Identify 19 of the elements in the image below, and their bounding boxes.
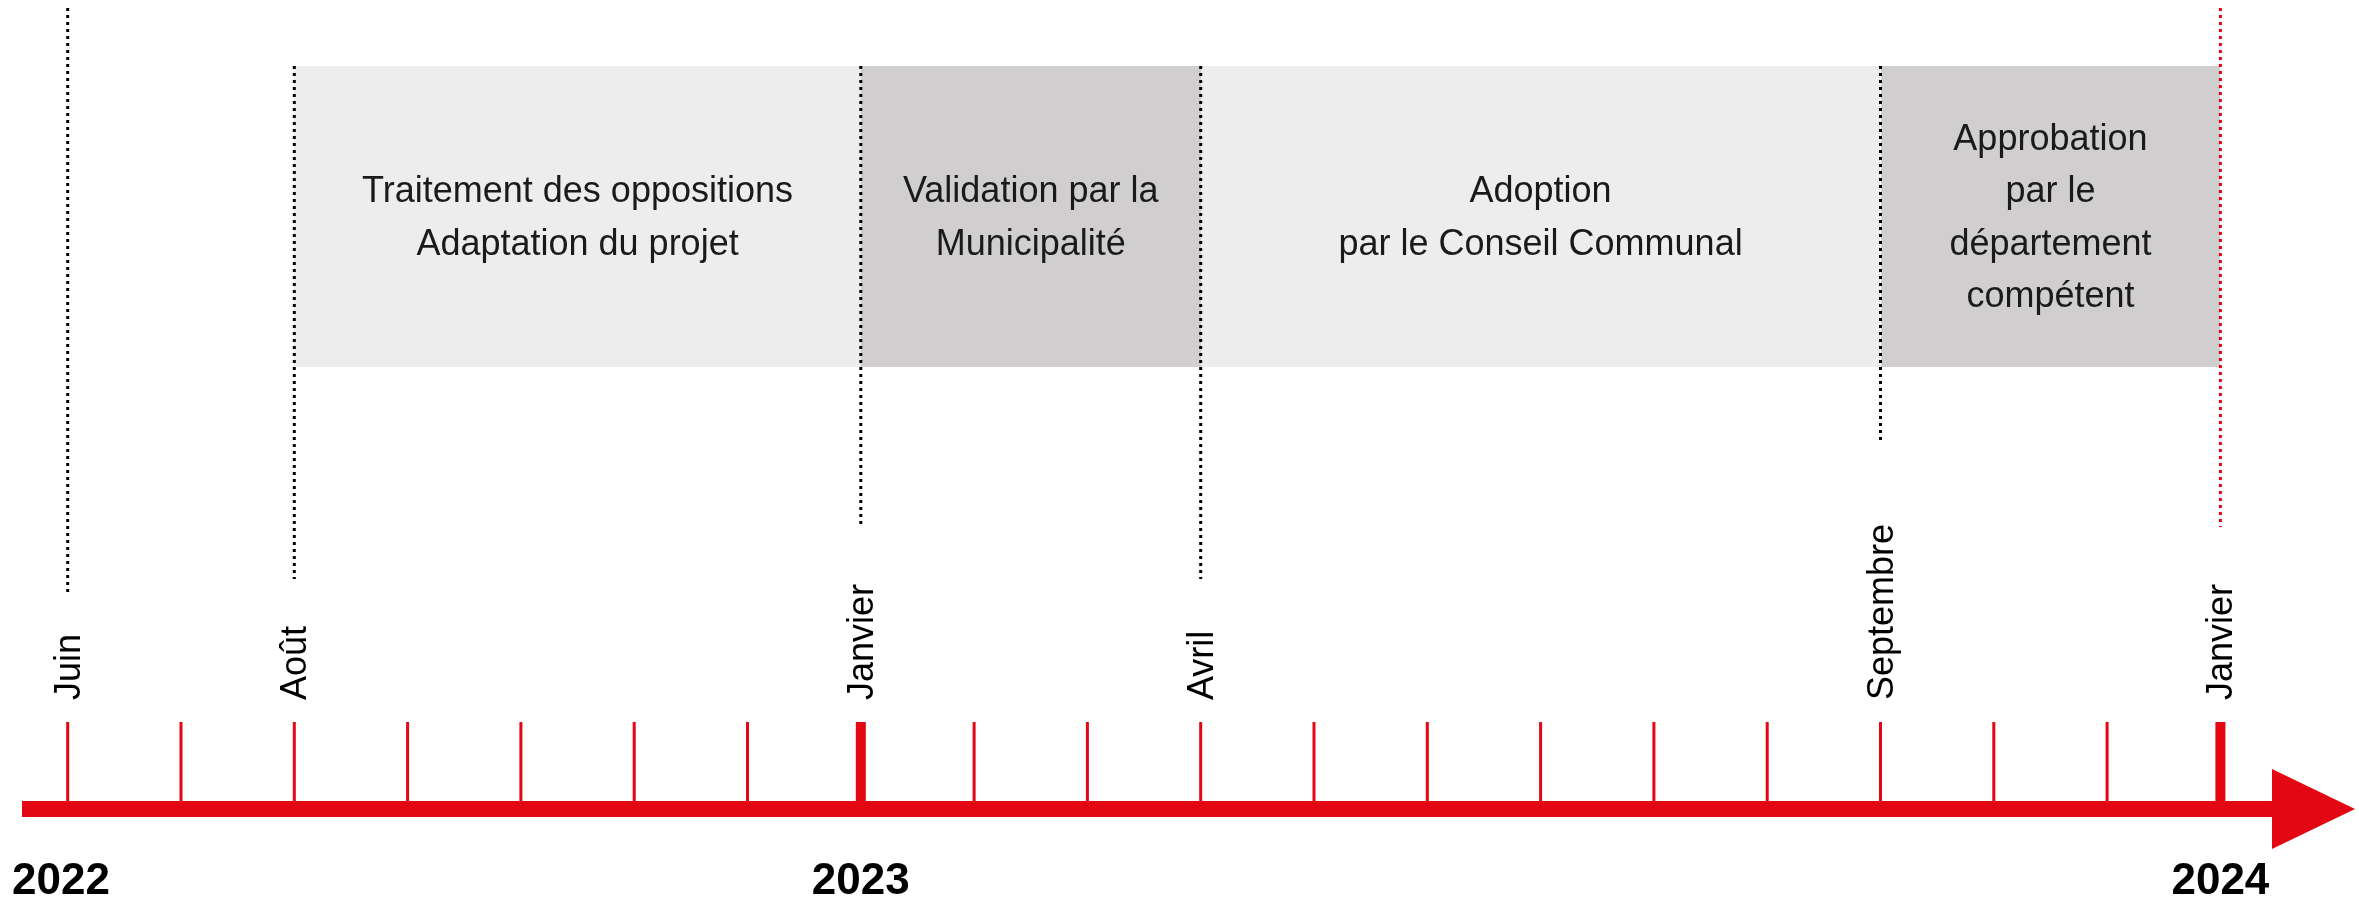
month-label: Janvier bbox=[842, 583, 879, 700]
year-label: 2022 bbox=[12, 857, 110, 901]
phase-band bbox=[860, 66, 1201, 367]
month-label: Septembre bbox=[1862, 523, 1899, 700]
month-label: Janvier bbox=[2202, 583, 2239, 700]
year-label: 2023 bbox=[811, 857, 910, 901]
phase-label: Adoption bbox=[1469, 168, 1612, 213]
phase-band bbox=[1880, 66, 2221, 367]
month-label: Août bbox=[276, 625, 313, 700]
month-label: Juin bbox=[49, 633, 86, 700]
phase-label: Traitement des oppositions bbox=[362, 168, 793, 213]
phase-band bbox=[1200, 66, 1881, 367]
phase-label: par le Conseil Communal bbox=[1338, 220, 1743, 265]
phase-label: Adaptation du projet bbox=[416, 220, 739, 265]
phase-label: Approbation par le département compétent bbox=[1948, 116, 2153, 317]
month-label: Avril bbox=[1182, 630, 1219, 700]
phase-band bbox=[294, 66, 861, 367]
phase-label: Validation par la Municipalité bbox=[902, 168, 1160, 265]
year-label: 2024 bbox=[2171, 857, 2270, 901]
